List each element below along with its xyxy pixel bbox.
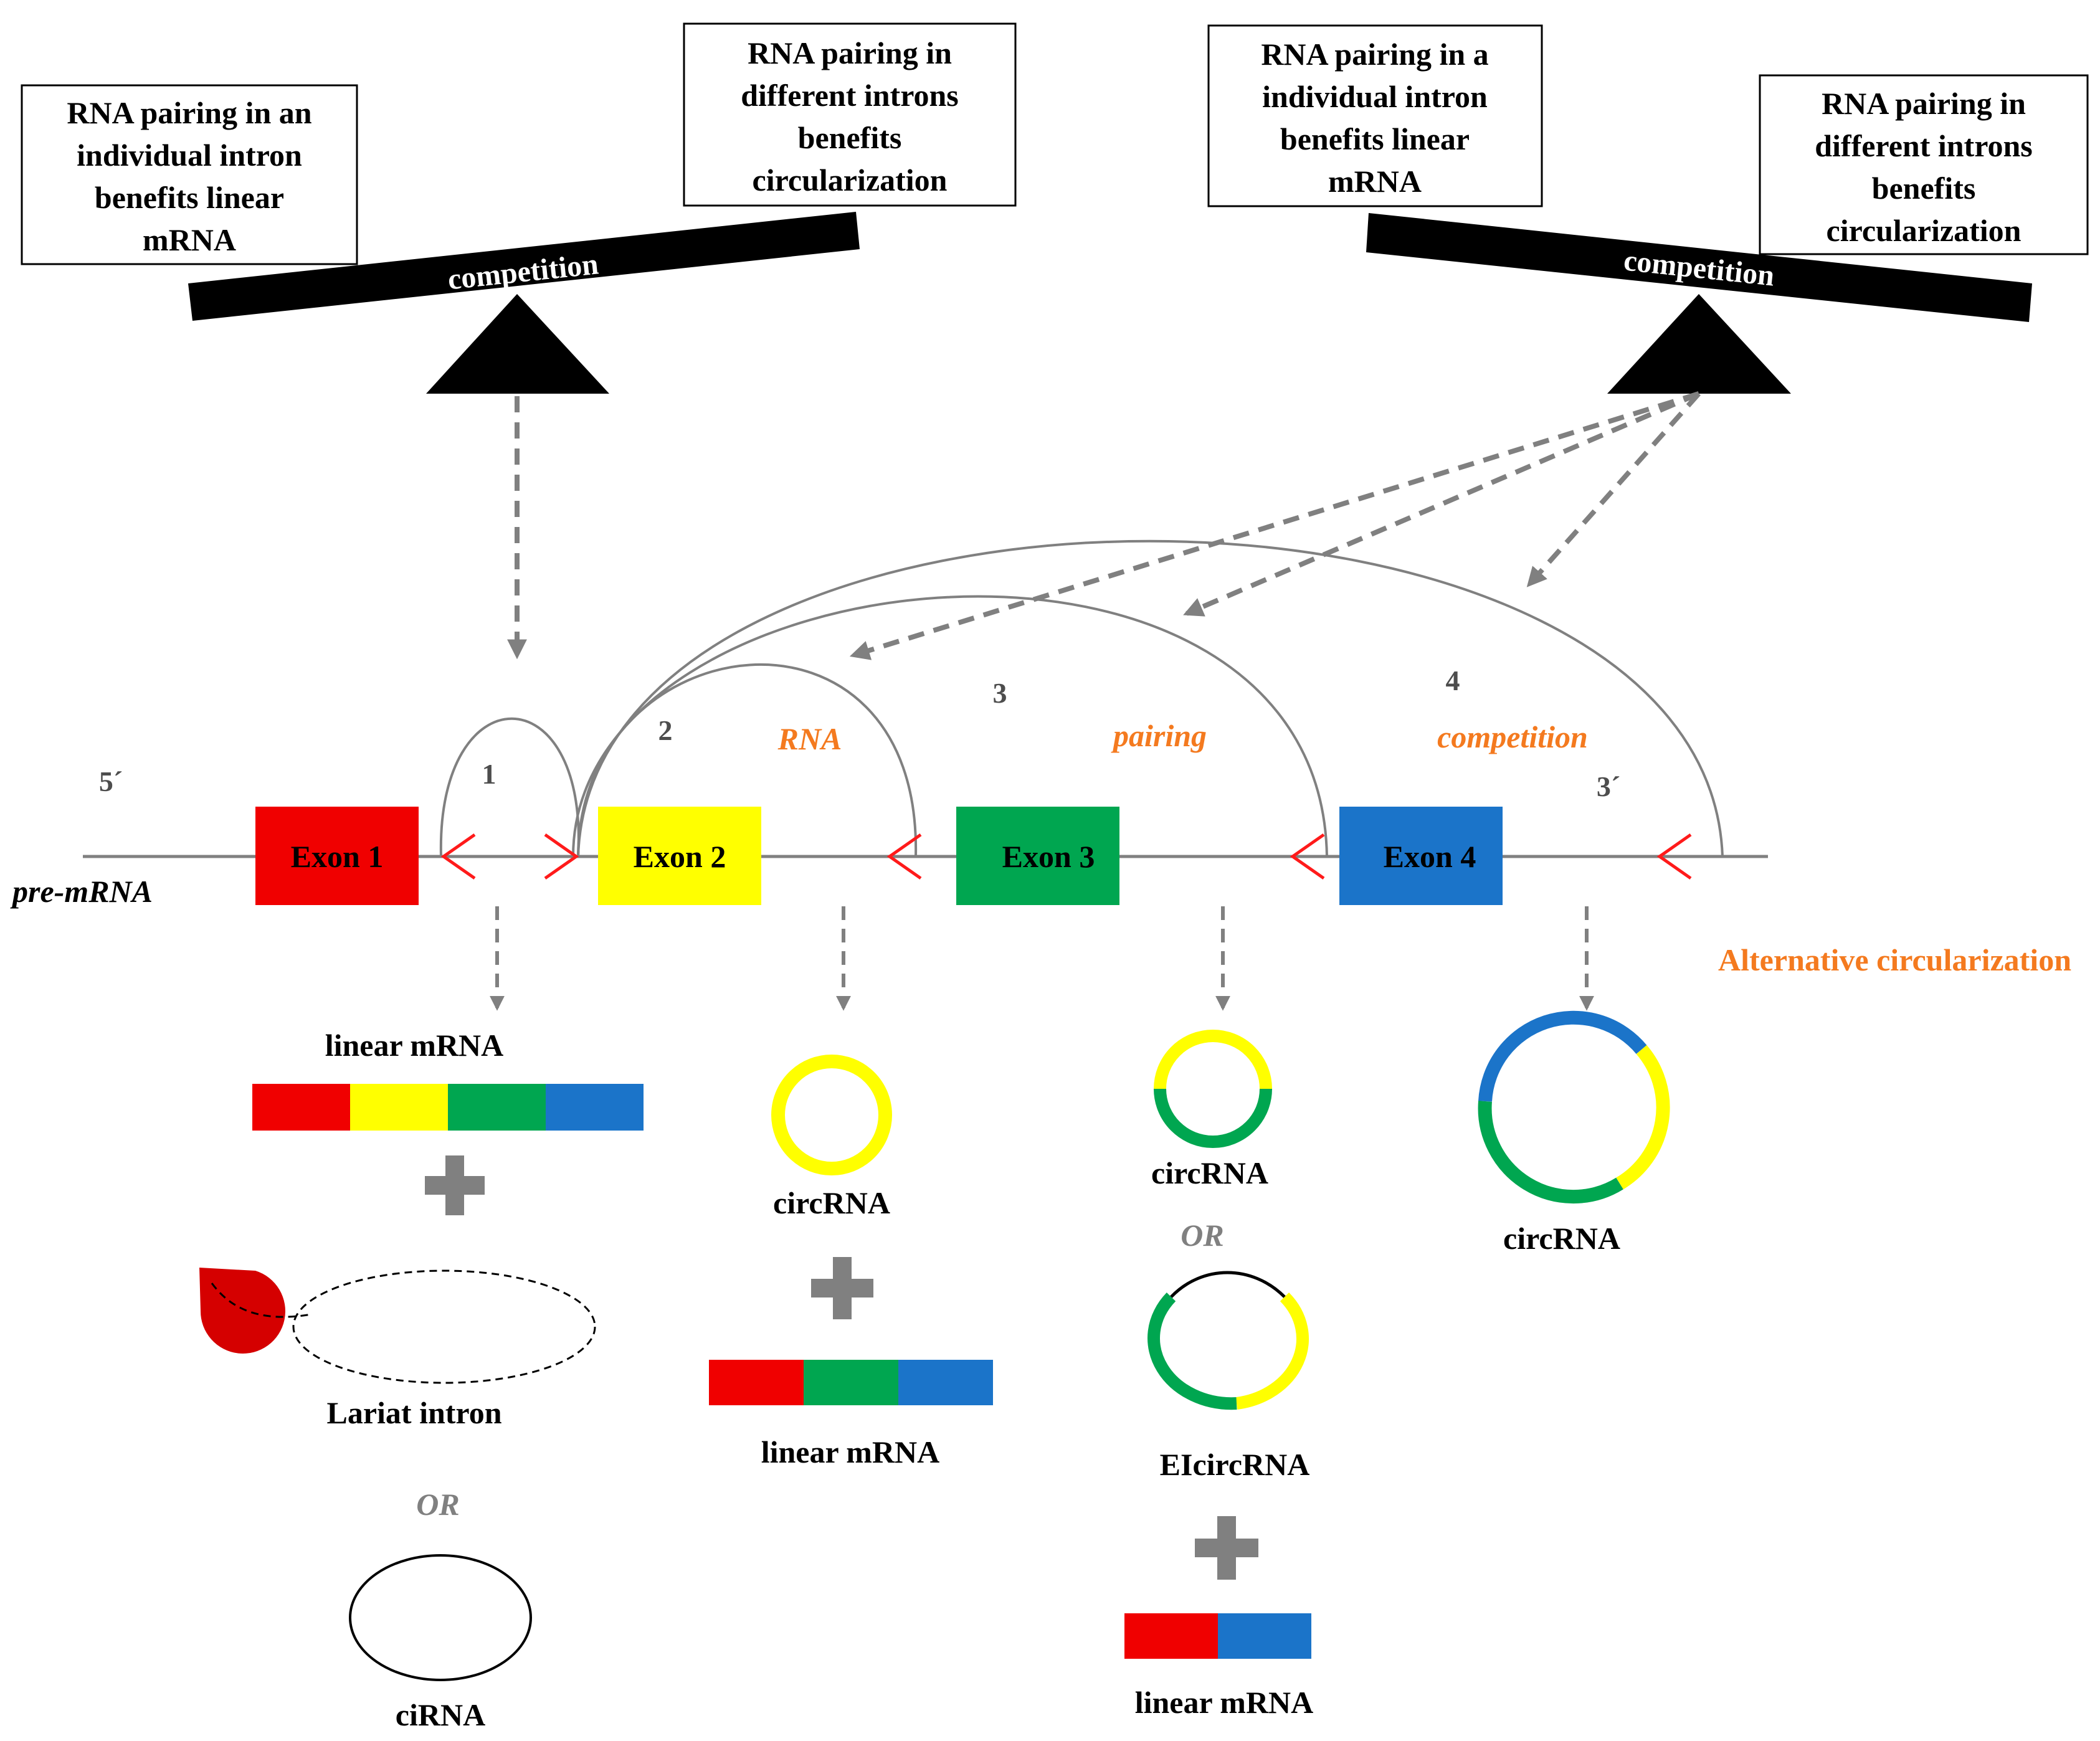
- plus-icon: [1195, 1516, 1258, 1580]
- balance-right-fulcrum: [1607, 294, 1791, 394]
- col2-circ-label: circRNA: [773, 1185, 890, 1220]
- exon-3-label: Exon 3: [1002, 839, 1095, 874]
- arrow-right-balance-b: [1183, 391, 1700, 617]
- pairing-number-2: 2: [658, 714, 673, 746]
- product-col2: circRNA linear mRNA: [709, 1055, 993, 1469]
- col2-linear-mrna: [709, 1360, 993, 1405]
- col3-or-label: OR: [1181, 1218, 1223, 1253]
- five-prime-label: 5´: [99, 766, 123, 797]
- box-right-a-line: individual intron: [1262, 79, 1488, 114]
- box-left-b: RNA pairing in different introns benefit…: [683, 22, 1017, 207]
- balance-left-beam: [188, 212, 860, 321]
- col2-linear-label: linear mRNA: [761, 1435, 940, 1469]
- exon-2: Exon 2: [598, 807, 761, 905]
- col3-circ-label: circRNA: [1151, 1155, 1268, 1190]
- intron-segment: [1170, 1271, 1286, 1298]
- box-right-b-line: circularization: [1827, 213, 2022, 248]
- exon-3: Exon 3: [956, 807, 1119, 905]
- col1-lariat-label: Lariat intron: [326, 1395, 501, 1430]
- box-right-a: RNA pairing in a individual intron benef…: [1207, 24, 1543, 207]
- repeat-chevron: [1290, 833, 1325, 880]
- col3-linear-mrna: [1124, 1613, 1311, 1659]
- exon-1-label: Exon 1: [291, 839, 384, 874]
- col1-linear-mrna: [252, 1084, 644, 1131]
- col1-or-label: OR: [416, 1487, 459, 1522]
- pairing-number-4: 4: [1446, 665, 1460, 696]
- pairing-word-pairing: pairing: [1111, 718, 1207, 753]
- col1-cirna-label: ciRNA: [396, 1697, 485, 1732]
- exon-1: Exon 1: [255, 807, 419, 905]
- arrow-right-balance-c: [1526, 392, 1701, 587]
- col3-eicircrna-shape: [1147, 1271, 1309, 1410]
- arrow-right-balance-a: [849, 391, 1700, 660]
- col4-circ-label: circRNA: [1503, 1221, 1620, 1256]
- pairing-number-3: 3: [993, 677, 1007, 709]
- box-left-a-line: individual intron: [77, 138, 302, 173]
- lariat-loop: [292, 1269, 596, 1384]
- box-right-b-line: different introns: [1815, 128, 2033, 163]
- exon-4-label: Exon 4: [1384, 839, 1476, 874]
- repeat-elements: [440, 833, 1692, 880]
- col4-circrna-shape: [1478, 1010, 1670, 1204]
- col3-eicirc-label: EIcircRNA: [1160, 1447, 1310, 1482]
- repeat-chevron: [544, 833, 579, 880]
- three-prime-label: 3´: [1597, 771, 1620, 802]
- pairing-number-1: 1: [482, 758, 496, 790]
- box-left-a-line: mRNA: [143, 222, 236, 257]
- box-right-a-line: RNA pairing in a: [1261, 37, 1488, 72]
- balance-arrows: [507, 391, 1701, 660]
- alt-circularization-label: Alternative circularization: [1718, 942, 2071, 977]
- product-col4: circRNA: [1478, 1010, 1670, 1256]
- pairing-arc-4: [577, 539, 1724, 857]
- col3-linear-label: linear mRNA: [1135, 1685, 1314, 1720]
- pairing-arcs: [439, 539, 1724, 857]
- pairing-word-rna: RNA: [777, 721, 842, 756]
- box-right-a-line: benefits linear: [1280, 121, 1470, 156]
- box-right-a-line: mRNA: [1328, 164, 1422, 199]
- product-col3: circRNA OR EIcircRNA linear mRNA: [1124, 1030, 1314, 1720]
- balance-right: competition: [1366, 213, 2032, 394]
- box-right-b-line: RNA pairing in: [1822, 86, 2026, 121]
- repeat-chevron: [1656, 833, 1692, 880]
- product-col1: linear mRNA Lariat intron OR ciRNA: [199, 1028, 644, 1732]
- lariat-head: [199, 1268, 285, 1354]
- box-left-b-line: different introns: [741, 78, 959, 113]
- box-right-b: RNA pairing in different introns benefit…: [1759, 74, 2089, 255]
- col1-linear-label: linear mRNA: [325, 1028, 504, 1063]
- pairing-word-competition: competition: [1437, 719, 1588, 754]
- pre-mrna-label: pre-mRNA: [10, 874, 153, 909]
- box-left-b-line: circularization: [753, 163, 948, 197]
- pairing-arc-1: [439, 718, 580, 857]
- plus-icon: [811, 1257, 873, 1319]
- box-left-a-line: benefits linear: [95, 180, 284, 215]
- box-left-a-line: RNA pairing in an: [67, 95, 311, 130]
- product-arrows: [490, 906, 1594, 1011]
- balance-right-beam: [1366, 213, 2032, 322]
- col2-circrna-shape: [771, 1055, 892, 1175]
- lariat-intron: [199, 1268, 596, 1384]
- cirna-shape: [349, 1554, 532, 1681]
- plus-icon: [425, 1155, 485, 1215]
- repeat-chevron: [886, 833, 922, 880]
- exon-2-label: Exon 2: [634, 839, 726, 874]
- balance-left-fulcrum: [426, 294, 609, 394]
- box-left-b-line: benefits: [798, 120, 902, 155]
- box-right-b-line: benefits: [1872, 171, 1976, 206]
- box-left-b-line: RNA pairing in: [748, 36, 952, 70]
- exon-4: Exon 4: [1339, 807, 1503, 905]
- box-left-a: RNA pairing in an individual intron bene…: [21, 84, 358, 265]
- col3-circrna-shape: [1154, 1030, 1272, 1148]
- lariat-tail: [211, 1283, 312, 1318]
- repeat-chevron: [440, 833, 476, 880]
